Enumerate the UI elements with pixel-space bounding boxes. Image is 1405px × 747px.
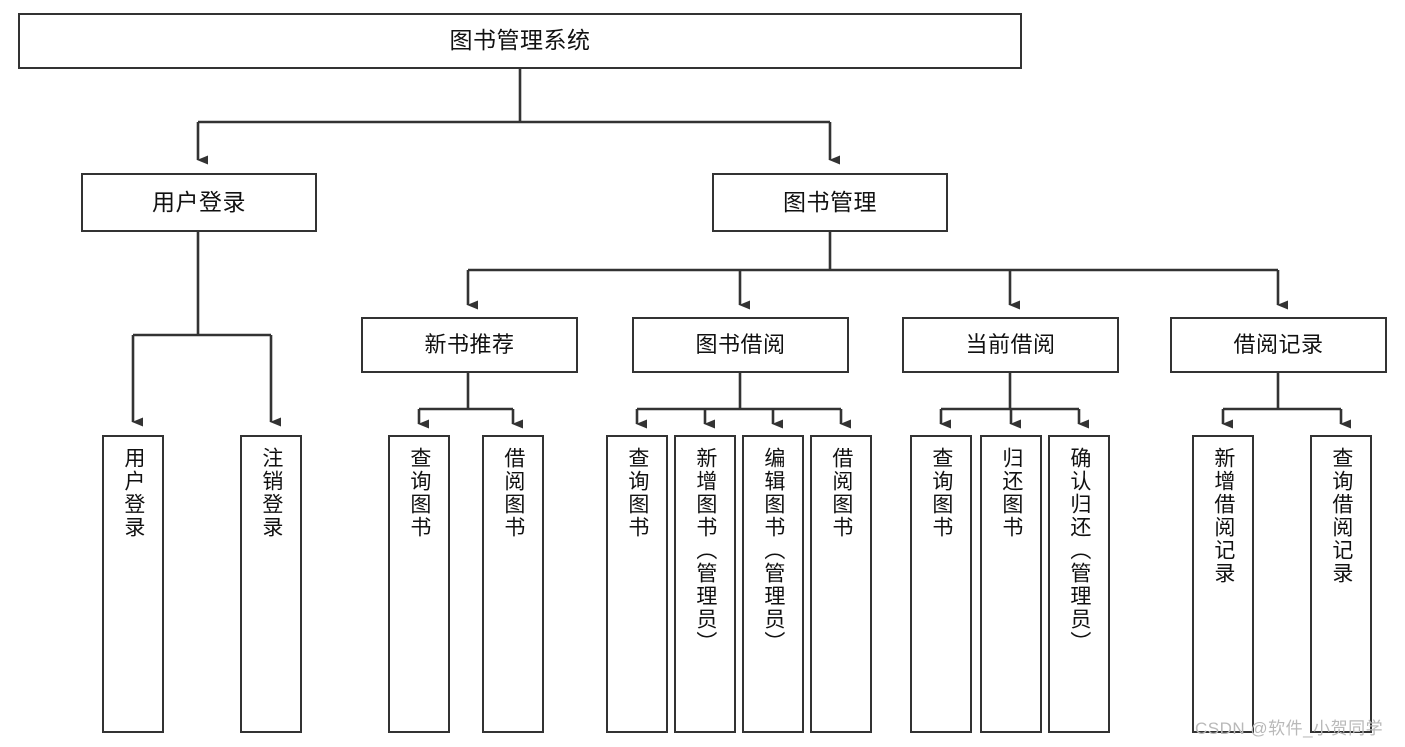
node-new-book-recommend[interactable]: 新书推荐 bbox=[361, 317, 578, 373]
node-leaf-borrow-book-1-label: 借阅图书 bbox=[501, 447, 525, 539]
node-new-book-recommend-label: 新书推荐 bbox=[424, 332, 515, 358]
node-leaf-edit-book-label: 编辑图书（管理员） bbox=[761, 447, 785, 654]
node-book-manage[interactable]: 图书管理 bbox=[712, 173, 948, 232]
node-borrow-record[interactable]: 借阅记录 bbox=[1170, 317, 1387, 373]
node-borrow-record-label: 借阅记录 bbox=[1233, 332, 1324, 358]
node-leaf-user-login-label: 用户登录 bbox=[121, 447, 145, 539]
node-leaf-logout-label: 注销登录 bbox=[259, 447, 283, 539]
node-leaf-query-book-2[interactable]: 查询图书 bbox=[606, 435, 668, 733]
node-user-login-label: 用户登录 bbox=[152, 188, 246, 215]
node-leaf-query-book-2-label: 查询图书 bbox=[625, 447, 649, 539]
node-leaf-add-book-label: 新增图书（管理员） bbox=[693, 447, 717, 654]
node-leaf-borrow-book-2[interactable]: 借阅图书 bbox=[810, 435, 872, 733]
edge-borrow-record-to-leaves bbox=[1221, 373, 1351, 429]
node-book-borrow[interactable]: 图书借阅 bbox=[632, 317, 849, 373]
node-leaf-add-record-label: 新增借阅记录 bbox=[1211, 447, 1235, 585]
node-book-borrow-label: 图书借阅 bbox=[695, 332, 786, 358]
node-leaf-user-login[interactable]: 用户登录 bbox=[102, 435, 164, 733]
node-leaf-query-book-3-label: 查询图书 bbox=[929, 447, 953, 539]
node-leaf-add-record[interactable]: 新增借阅记录 bbox=[1192, 435, 1254, 733]
node-leaf-borrow-book-2-label: 借阅图书 bbox=[829, 447, 853, 539]
node-leaf-add-book[interactable]: 新增图书（管理员） bbox=[674, 435, 736, 733]
node-current-borrow-label: 当前借阅 bbox=[965, 332, 1056, 358]
edge-new-book-recommend-to-leaves bbox=[417, 373, 523, 429]
node-leaf-return-book[interactable]: 归还图书 bbox=[980, 435, 1042, 733]
node-leaf-query-book-1-label: 查询图书 bbox=[407, 447, 431, 539]
csdn-watermark-text: CSDN @软件_小贺同学 bbox=[1195, 719, 1384, 738]
node-leaf-query-book-3[interactable]: 查询图书 bbox=[910, 435, 972, 733]
node-root[interactable]: 图书管理系统 bbox=[18, 13, 1022, 69]
edge-user-login-to-leaves bbox=[131, 232, 281, 427]
node-leaf-logout[interactable]: 注销登录 bbox=[240, 435, 302, 733]
node-book-manage-label: 图书管理 bbox=[783, 188, 877, 215]
edge-book-manage-to-level3 bbox=[466, 232, 1288, 310]
node-leaf-query-record[interactable]: 查询借阅记录 bbox=[1310, 435, 1372, 733]
edge-current-borrow-to-leaves bbox=[939, 373, 1089, 429]
node-leaf-confirm-return[interactable]: 确认归还（管理员） bbox=[1048, 435, 1110, 733]
node-user-login[interactable]: 用户登录 bbox=[81, 173, 317, 232]
csdn-watermark: CSDN @软件_小贺同学 bbox=[1195, 714, 1383, 739]
node-leaf-query-book-1[interactable]: 查询图书 bbox=[388, 435, 450, 733]
node-leaf-edit-book[interactable]: 编辑图书（管理员） bbox=[742, 435, 804, 733]
node-current-borrow[interactable]: 当前借阅 bbox=[902, 317, 1119, 373]
edge-root-to-level2 bbox=[196, 69, 840, 165]
node-leaf-return-book-label: 归还图书 bbox=[999, 447, 1023, 539]
node-root-label: 图书管理系统 bbox=[449, 27, 591, 54]
node-leaf-borrow-book-1[interactable]: 借阅图书 bbox=[482, 435, 544, 733]
edge-book-borrow-to-leaves bbox=[635, 373, 851, 429]
node-leaf-confirm-return-label: 确认归还（管理员） bbox=[1067, 447, 1091, 654]
node-leaf-query-record-label: 查询借阅记录 bbox=[1329, 447, 1353, 585]
